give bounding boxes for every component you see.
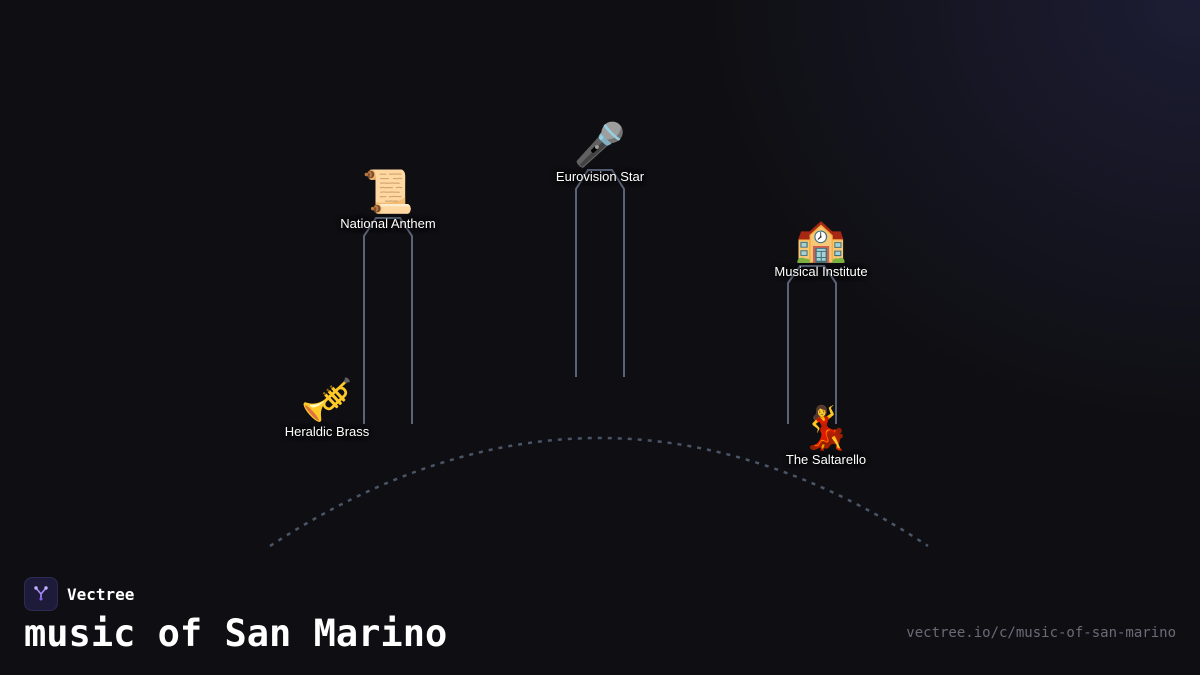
vectree-tree-icon xyxy=(24,577,58,611)
scroll-icon: 📜 xyxy=(361,167,415,216)
ground-arc xyxy=(269,436,929,548)
node-label: The Saltarello xyxy=(785,452,867,467)
brand-name: Vectree xyxy=(67,584,135,604)
node-the-saltarello[interactable]: 💃 The Saltarello xyxy=(726,404,926,468)
node-musical-institute[interactable]: 🏫 Musical Institute xyxy=(721,216,921,280)
branch-musical-institute xyxy=(787,265,837,424)
node-heraldic-brass[interactable]: 🎺 Heraldic Brass xyxy=(227,376,427,440)
microphone-icon: 🎤 xyxy=(573,120,627,169)
brand[interactable]: Vectree xyxy=(24,577,134,611)
trumpet-icon: 🎺 xyxy=(300,375,354,424)
node-label: National Anthem xyxy=(340,216,436,231)
dancer-icon: 💃 xyxy=(799,403,853,452)
branch-eurovision-star xyxy=(575,169,625,377)
node-label: Musical Institute xyxy=(774,264,868,279)
page-title: music of San Marino xyxy=(24,612,448,655)
school-icon: 🏫 xyxy=(794,215,848,264)
node-label: Heraldic Brass xyxy=(284,424,370,439)
page-url[interactable]: vectree.io/c/music-of-san-marino xyxy=(906,625,1176,641)
node-eurovision-star[interactable]: 🎤 Eurovision Star xyxy=(500,121,700,185)
node-national-anthem[interactable]: 📜 National Anthem xyxy=(288,168,488,232)
node-label: Eurovision Star xyxy=(555,169,645,184)
branch-national-anthem xyxy=(363,217,413,424)
